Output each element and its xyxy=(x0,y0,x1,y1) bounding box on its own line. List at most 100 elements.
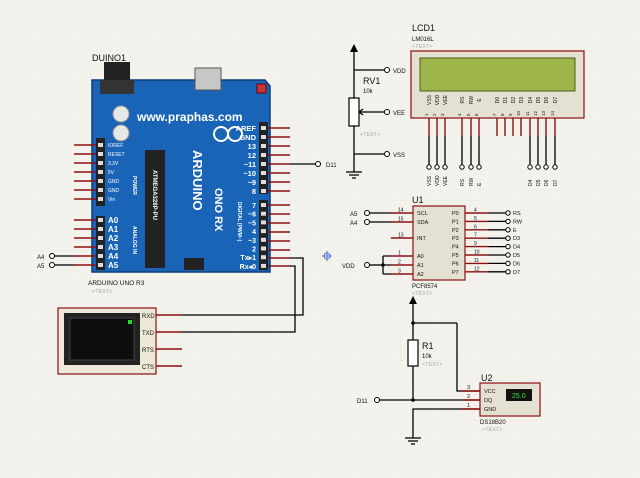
u1-net-terminal xyxy=(505,252,511,258)
u1-pin-num-12: 12 xyxy=(474,266,480,272)
pin-square xyxy=(98,152,103,156)
lcd-bus-label-0: VSS xyxy=(427,175,433,186)
pin-square xyxy=(261,211,266,216)
u2-pin-num-1: 1 xyxy=(467,403,470,409)
arduino-pin-reset: RESET xyxy=(108,152,125,158)
u1-net-terminal xyxy=(505,218,511,225)
u1-net-terminal xyxy=(505,235,511,241)
lcd-pin-num-13: 13 xyxy=(541,110,546,116)
lcd-screen xyxy=(419,57,576,92)
lcd-pin-e: E xyxy=(477,98,483,102)
capacitor-2 xyxy=(112,124,130,142)
pin-square xyxy=(98,179,103,183)
arduino-logo-word: ARDUINO xyxy=(190,150,205,211)
arduino-pin-stubs xyxy=(74,127,290,267)
arduino-pin-ioref: IOREF xyxy=(108,143,123,149)
dc-jack xyxy=(104,62,130,80)
svg-text:VEE: VEE xyxy=(393,111,405,117)
pin-square xyxy=(98,143,103,147)
resistor-r1[interactable]: R1 10k <TEXT> xyxy=(407,296,457,402)
wire-tx-to-rxd xyxy=(182,257,304,316)
u1-pin-p0: P0 xyxy=(452,211,459,217)
ground-icon-u2 xyxy=(405,437,421,445)
pin-square xyxy=(261,162,266,166)
pin-square xyxy=(261,144,266,148)
net-vdd-u1: VDD xyxy=(342,255,391,275)
net-vee: VEE xyxy=(384,109,405,117)
pin-square xyxy=(261,246,266,251)
u1-pin-sda: SDA xyxy=(417,220,429,226)
pin-square xyxy=(261,263,266,268)
r1-ref: R1 xyxy=(422,341,434,351)
svg-text:A5: A5 xyxy=(350,212,358,218)
pin-square xyxy=(261,153,266,157)
u1-pin-num-3: 3 xyxy=(398,269,401,275)
terminal-pin-txd: TXD xyxy=(142,331,155,337)
u1-ref: U1 xyxy=(412,195,424,205)
vdd-arrow-icon xyxy=(350,44,358,52)
arduino-pin-33v: 3.3V xyxy=(108,161,119,167)
lcd-pin-num-8: 8 xyxy=(500,113,505,116)
arduino-pin-a2: A2 xyxy=(108,234,119,243)
svg-text:VSS: VSS xyxy=(393,153,405,159)
arduino-pin-vin: Vin xyxy=(108,197,115,203)
lcd-lm016l[interactable]: LCD1 LM016L <TEXT> VSS1VDD2VEE3RS4RW5E6D… xyxy=(410,23,585,186)
pin-square xyxy=(261,255,266,260)
u1-net-d5: D5 xyxy=(513,253,520,259)
pin-square xyxy=(98,161,103,165)
digital-header-top xyxy=(259,122,268,194)
u1-net-d7: D7 xyxy=(513,270,520,276)
pin-square xyxy=(261,203,266,207)
arduino-pin-d-3: 12 xyxy=(248,151,256,160)
net-a4-left: A4 xyxy=(37,253,74,261)
lcd-bus-label-5: E xyxy=(477,182,483,186)
wire-gnd-u2 xyxy=(412,408,480,438)
pin-square xyxy=(98,197,103,201)
arduino-pin-d-4: ~11 xyxy=(244,160,256,169)
u1-pin-p2: P2 xyxy=(452,228,459,234)
lcd-bus-terminal xyxy=(468,164,474,170)
arduino-pin-dl-7: Rx◂0 xyxy=(240,264,256,271)
arduino-pin-d-6: ~9 xyxy=(247,178,256,187)
potentiometer-rv1[interactable]: RV1 10k <TEXT> xyxy=(346,44,385,179)
icsp-header xyxy=(184,258,204,270)
pin-square xyxy=(98,263,103,267)
svg-text:D11: D11 xyxy=(326,163,337,169)
u1-pin-p7: P7 xyxy=(452,270,459,276)
u1-net-d4: D4 xyxy=(513,245,520,251)
arduino-model-word: ONO RX xyxy=(212,188,224,232)
lcd-pin-num-12: 12 xyxy=(533,110,538,116)
u1-pin-num-2: 2 xyxy=(398,260,401,266)
u1-net-terminal xyxy=(505,269,511,275)
temp-sensor-u2[interactable]: U2 25.0 VCC DQ GND 3 2 1 DS18B20 <TEXT> xyxy=(462,373,541,433)
u1-pin-a1: A1 xyxy=(417,263,424,269)
arduino-pin-d-5: ~10 xyxy=(243,169,256,178)
arduino-board[interactable]: DUINO1 www.praphas.com ARDUINO ONO RX AT… xyxy=(88,53,271,295)
lcd-bus-label-4: RW xyxy=(469,177,475,186)
terminal-pin-cts: CTS xyxy=(142,365,154,371)
lcd-pin-d3: D3 xyxy=(519,97,525,104)
lcd-pin-d1: D1 xyxy=(503,97,509,104)
lcd-pin-vdd: VDD xyxy=(435,94,441,105)
u2-ref: U2 xyxy=(481,373,493,383)
rv1-value: 10k xyxy=(363,89,374,95)
u1-pin-p1: P1 xyxy=(452,219,459,225)
pin-square xyxy=(261,189,266,193)
analog-section-label: ANALOG IN xyxy=(131,226,137,254)
svg-text:A4: A4 xyxy=(37,255,45,261)
reset-button[interactable] xyxy=(256,83,267,94)
virtual-terminal[interactable]: RXD TXD RTS CTS xyxy=(57,307,182,375)
lcd-ref: LCD1 xyxy=(412,23,435,33)
u1-pin-p6: P6 xyxy=(452,261,459,267)
lcd-pin-num-14: 14 xyxy=(550,110,555,116)
lcd-bus-label-2: VEE xyxy=(443,175,449,186)
pin-square xyxy=(261,180,266,184)
io-expander-u1[interactable]: U1 SCL14SDA15INT13A01A12A23P04RSP15RWP26… xyxy=(391,195,523,297)
lcd-bus-label-1: VDD xyxy=(435,175,441,186)
dc-jack-body xyxy=(100,80,134,94)
net-d11-arduino: D11 xyxy=(290,161,337,169)
pin-square xyxy=(261,171,266,175)
